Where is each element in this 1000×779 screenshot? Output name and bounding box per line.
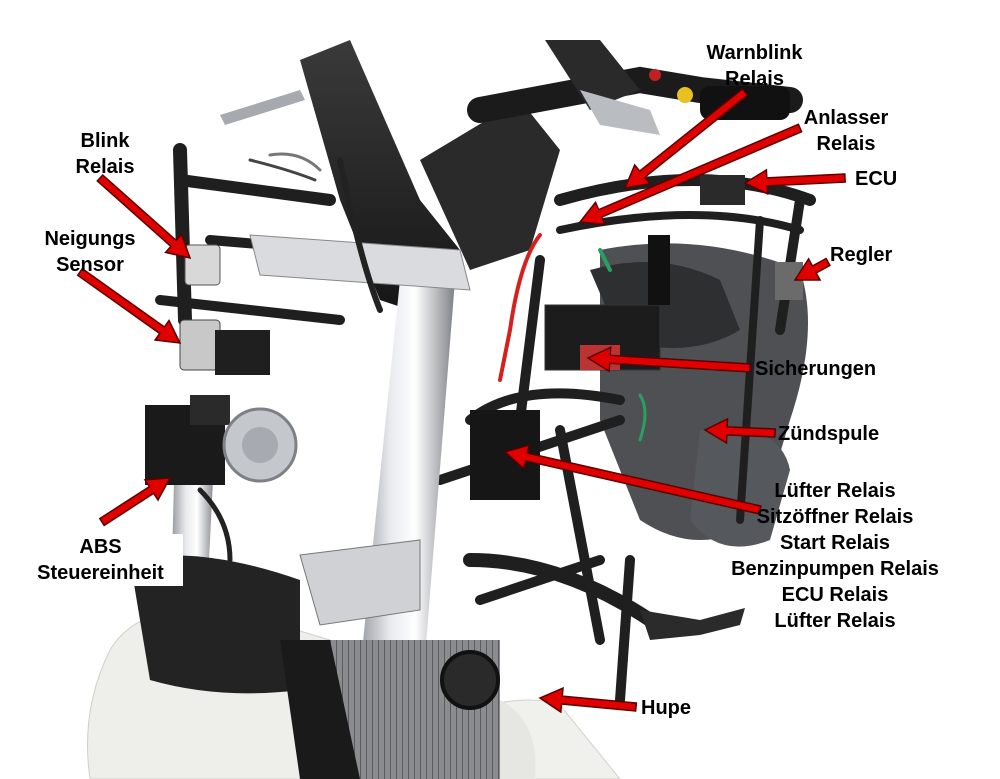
arrow-anlasser-relais bbox=[578, 123, 803, 226]
label-regler: Regler bbox=[830, 244, 893, 266]
arrow-warnblink-relais bbox=[623, 87, 749, 189]
relay-list-item: Start Relais bbox=[779, 532, 891, 554]
arrow-regler bbox=[793, 257, 831, 281]
regulator bbox=[775, 262, 803, 300]
rear-shock bbox=[648, 235, 670, 305]
fork-crown bbox=[299, 539, 421, 626]
arrow-zuendspule bbox=[703, 417, 776, 445]
lower-fork-slider bbox=[280, 640, 360, 779]
arrow-sicherungen bbox=[586, 346, 751, 373]
arrow-relay-list bbox=[503, 444, 762, 515]
horn bbox=[440, 650, 500, 710]
upper-triple-clamp bbox=[249, 234, 471, 291]
lower-cowl bbox=[130, 555, 300, 694]
label-sicherungen: Sicherungen bbox=[755, 358, 877, 380]
annotation-arrows bbox=[76, 87, 846, 714]
arrow-ecu bbox=[743, 168, 846, 196]
relay-list-item: Lüfter Relais bbox=[774, 610, 896, 632]
arrow-hupe bbox=[538, 686, 638, 714]
arrow-blink-relais bbox=[96, 173, 192, 260]
relay-list-item: Sitzöffner Relais bbox=[756, 506, 914, 528]
side-stand bbox=[640, 608, 745, 640]
arrow-abs bbox=[98, 477, 172, 527]
relay-list-item: ECU Relais bbox=[781, 584, 889, 606]
label-zuendspule: Zündspule bbox=[778, 423, 880, 445]
relay-list-item: Lüfter Relais bbox=[774, 480, 896, 502]
label-hupe: Hupe bbox=[641, 697, 691, 719]
front-cowl-bracket bbox=[420, 100, 560, 270]
label-relay-list: Lüfter Relais Sitzöffner Relais Start Re… bbox=[700, 478, 970, 634]
ecu-box bbox=[700, 175, 745, 205]
label-ecu: ECU bbox=[855, 168, 898, 190]
arrow-neigungs-sensor bbox=[76, 267, 182, 344]
relay-list-item: Benzinpumpen Relais bbox=[731, 558, 939, 580]
abs-unit bbox=[145, 395, 298, 485]
wiring bbox=[197, 152, 647, 563]
left-electronics bbox=[179, 244, 270, 375]
